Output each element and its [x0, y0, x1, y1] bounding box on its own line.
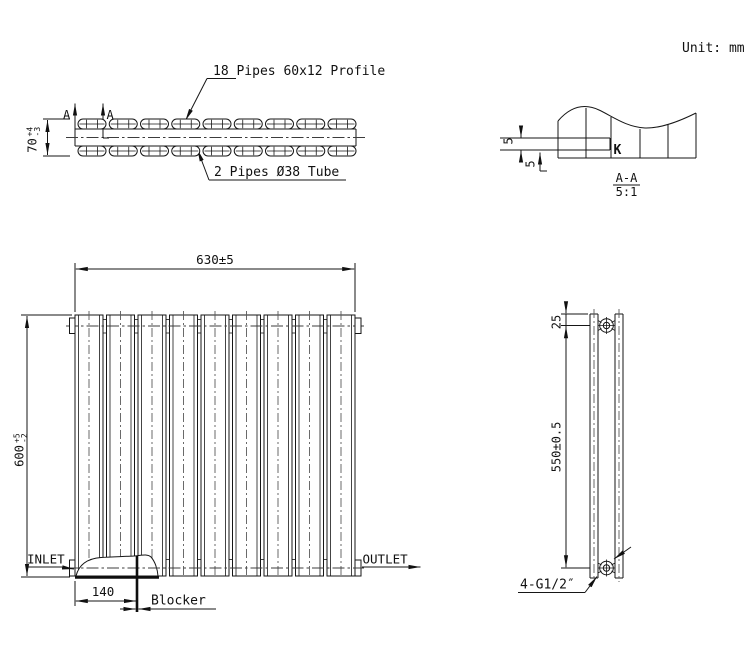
section-wall-dim: 5	[502, 137, 516, 144]
svg-text:-3: -3	[33, 127, 42, 137]
k-label: K	[614, 143, 622, 158]
outlet-label: OUTLET	[363, 552, 409, 567]
blocker-label: Blocker	[151, 594, 206, 609]
svg-text:5: 5	[524, 160, 538, 167]
ports-label: 4-G1/2″	[520, 578, 575, 593]
section-scale: 5:1	[616, 185, 638, 199]
profile-leader-label: 18 Pipes 60x12 Profile	[213, 64, 385, 79]
top-view-pipe-profiles	[77, 118, 357, 157]
top-view-height-dim: 70 +4 -3	[26, 127, 43, 153]
section-offset-dim: 5	[524, 160, 538, 167]
side-top-offset-dim: 25	[550, 315, 564, 329]
svg-text:-2: -2	[20, 433, 29, 443]
section-arrow-label-1: A	[63, 108, 71, 122]
blocker-offset-dim-label: 140	[92, 584, 115, 599]
front-view: 630±5 600 +5 -2 INLET OUTLET 140 Blocker	[13, 252, 421, 612]
section-arrow-label-2: A	[107, 108, 115, 122]
section-view-geometry	[500, 106, 697, 186]
svg-text:+4: +4	[26, 127, 35, 137]
height-dim-label: 600 +5 -2	[13, 433, 30, 467]
top-view: 18 Pipes 60x12 Profile 2 Pipes Ø38 Tube …	[26, 64, 385, 181]
inlet-label: INLET	[27, 552, 65, 567]
svg-text:+5: +5	[13, 433, 22, 443]
svg-text:5: 5	[502, 137, 516, 144]
svg-text:70: 70	[26, 138, 40, 152]
side-view-geometry	[518, 301, 632, 593]
svg-text:25: 25	[550, 315, 564, 329]
section-title: A-A	[616, 171, 638, 185]
svg-text:550±0.5: 550±0.5	[550, 422, 564, 473]
front-view-geometry	[21, 263, 421, 612]
section-view: K A-A 5:1 5 5	[500, 106, 697, 199]
side-center-distance-dim: 550±0.5	[550, 422, 564, 473]
side-view: 25 550±0.5 4-G1/2″	[518, 301, 632, 593]
width-dim-label: 630±5	[196, 252, 234, 267]
unit-label: Unit: mm	[682, 41, 745, 56]
front-view-panels	[74, 311, 356, 577]
tube-leader-label: 2 Pipes Ø38 Tube	[214, 165, 339, 180]
svg-text:600: 600	[13, 445, 27, 467]
